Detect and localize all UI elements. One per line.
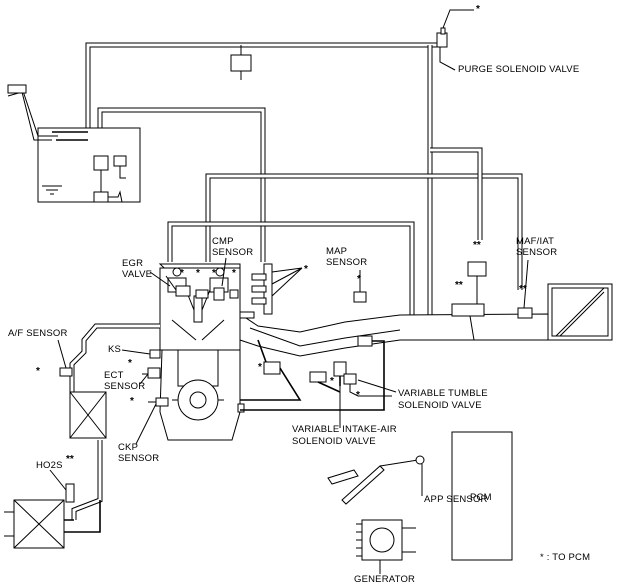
air-intake xyxy=(451,261,613,341)
ho2s-label: HO2S xyxy=(36,460,63,471)
intake-label-2: SOLENOID VALVE xyxy=(292,436,376,447)
egr2-asterisk: * xyxy=(196,268,200,279)
maf-asterisk: ** xyxy=(519,284,527,295)
purge-solenoid-valve xyxy=(436,9,474,71)
charcoal-canister xyxy=(230,54,252,80)
cmp2-asterisk: * xyxy=(232,268,236,279)
maf-label-2: SENSOR xyxy=(516,247,557,258)
injector-asterisk: * xyxy=(304,264,308,275)
ect-label-1: ECT xyxy=(104,370,124,381)
app-sensor-label: APP SENSOR xyxy=(424,494,488,505)
cmp-asterisk: * xyxy=(212,268,216,279)
cmp-label-2: SENSOR xyxy=(212,247,253,258)
tumble-label-2: SOLENOID VALVE xyxy=(398,400,482,411)
egr-cmp-group xyxy=(165,275,239,301)
ho2s-asterisk: ** xyxy=(66,454,74,465)
throttle-asterisk: ** xyxy=(455,280,463,291)
purge-valve-label: PURGE SOLENOID VALVE xyxy=(458,64,579,75)
egr-label-1: EGR xyxy=(122,258,143,269)
fuel-injectors xyxy=(239,263,303,319)
legend-label: * : TO PCM xyxy=(540,552,590,563)
generator-label: GENERATOR xyxy=(354,574,415,585)
accelerator-pedal xyxy=(327,455,425,505)
tumble-asterisk: * xyxy=(258,362,262,373)
map-label-2: SENSOR xyxy=(326,257,367,268)
pcm-unit xyxy=(451,431,513,561)
intake-asterisk: * xyxy=(330,376,334,387)
ect-label-2: SENSOR xyxy=(104,381,145,392)
fuel-tank xyxy=(7,84,141,203)
tumble2-asterisk: * xyxy=(356,390,360,401)
egr-label-2: VALVE xyxy=(122,269,152,280)
vacuum-hoses xyxy=(85,42,523,320)
cmp-label-1: CMP xyxy=(212,236,234,247)
ckp-label-2: SENSOR xyxy=(118,453,159,464)
intake-label-1: VARIABLE INTAKE-AIR xyxy=(292,424,397,435)
exhaust-system xyxy=(4,323,160,549)
egr-asterisk: * xyxy=(180,268,184,279)
map-label-1: MAP xyxy=(326,246,347,257)
tumble-label-1: VARIABLE TUMBLE xyxy=(398,388,488,399)
leader-lines xyxy=(49,257,529,574)
ckp-asterisk: * xyxy=(130,396,134,407)
purge-asterisk: * xyxy=(476,4,480,15)
af-asterisk: * xyxy=(36,366,40,377)
ckp-label-1: CKP xyxy=(118,442,138,453)
map-asterisk: * xyxy=(357,274,361,285)
pcm-label: PCM xyxy=(470,492,492,503)
ks-asterisk: * xyxy=(128,358,132,369)
iac-asterisk: ** xyxy=(473,240,481,251)
ks-label: KS xyxy=(108,344,121,355)
generator xyxy=(356,519,416,561)
map-sensor xyxy=(353,282,367,303)
af-sensor-label: A/F SENSOR xyxy=(8,328,68,339)
variable-solenoids xyxy=(240,335,392,411)
maf-label-1: MAF/IAT xyxy=(516,236,554,247)
